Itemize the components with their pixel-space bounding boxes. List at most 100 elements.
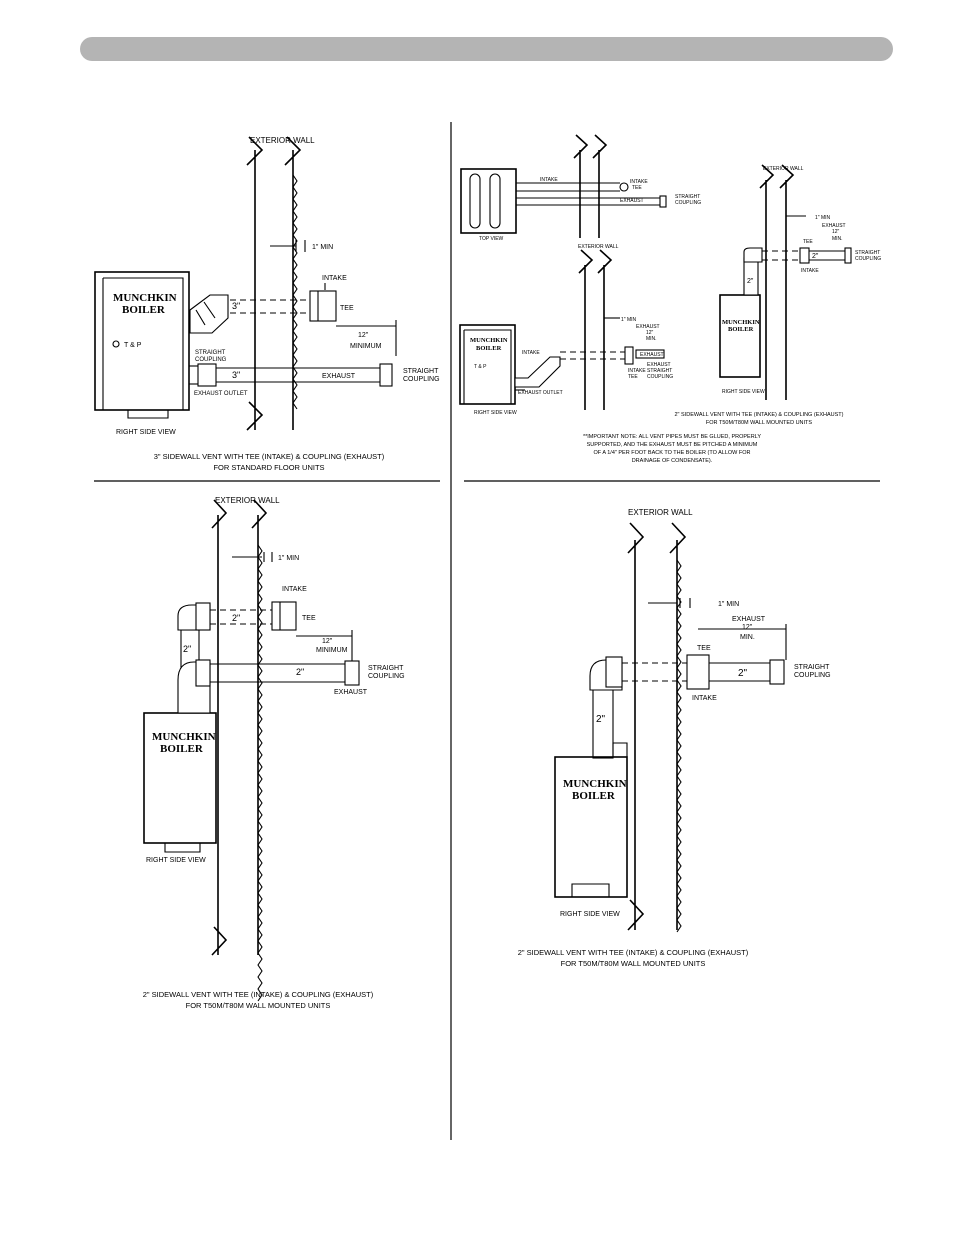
intake-tee [271,601,297,631]
boiler-name-line1: MUNCHKIN [113,292,177,304]
view-label: RIGHT SIDE VIEW [560,911,620,918]
diagram-2in-wall-mount-left: EXTERIOR WALL 1" MIN MUNCHKIN BOILER RIG… [143,496,405,1010]
sv-view: RIGHT SIDE VIEW [474,410,517,416]
wm-exterior-wall: EXTERIOR WALL [763,166,804,172]
sv-intake: INTAKE [522,350,540,356]
exhaust-label: EXHAUST [322,373,356,380]
dist-12-label: 12" [742,624,753,631]
lower-size-label: 2" [296,667,304,677]
intake-label: INTAKE [692,695,717,702]
straight-coupling-end-1: STRAIGHT [403,368,439,375]
wm-caption-2: FOR T50M/T80M WALL MOUNTED UNITS [706,420,812,426]
caption-line2: FOR T50M/T80M WALL MOUNTED UNITS [186,1001,331,1010]
boiler-body [554,756,628,898]
tee-label: TEE [697,645,711,652]
tp-valve-icon [112,340,120,348]
intake-tee [309,290,337,322]
min-label: MIN. [740,634,755,641]
exhaust-label: EXHAUST [732,616,766,623]
sv-intake-tee-1: INTAKE [628,368,646,374]
straight-label: STRAIGHT [368,665,404,672]
caption-line2: FOR STANDARD FLOOR UNITS [213,463,324,472]
caption-line1: 2" SIDEWALL VENT WITH TEE (INTAKE) & COU… [518,948,749,957]
straight-label: STRAIGHT [794,664,830,671]
boiler-name-line2: BOILER [122,304,166,316]
wm-12: 12" [832,229,840,235]
min-1in-label: 1" MIN [312,244,333,251]
boiler-name-line1: MUNCHKIN [152,731,216,743]
tv-exterior-wall: EXTERIOR WALL [578,244,619,250]
dist-12-label: 12" [322,638,333,645]
boiler-base [571,883,610,897]
boiler-body [94,271,190,411]
view-label: RIGHT SIDE VIEW [116,429,176,436]
boiler-name-line2: BOILER [160,743,204,755]
horizontal-size-label: 2" [738,668,748,679]
boiler-name-line1: MUNCHKIN [563,778,627,790]
dist-12-label: 12" [358,332,369,339]
tv-intake-tee-1: INTAKE [630,179,648,185]
minimum-label: MINIMUM [350,343,382,350]
sv-12: 12" [646,330,654,336]
wm-min: MIN. [832,236,843,242]
caption-line2: FOR T50M/T80M WALL MOUNTED UNITS [561,959,706,968]
wm-intake: INTAKE [801,268,819,274]
exterior-wall [246,136,302,431]
wm-tee: TEE [803,239,813,245]
sv-exhaust-sc-2: STRAIGHT [647,368,672,374]
sv-exhaust-outlet: EXHAUST OUTLET [518,390,563,396]
page-header-banner [80,37,893,61]
tv-top-view-label: TOP VIEW [479,236,504,242]
wm-size-h: 2" [812,253,819,260]
minimum-label: MINIMUM [316,647,348,654]
view-label: RIGHT SIDE VIEW [146,857,206,864]
sv-exhaust-sc-1: EXHAUST [647,362,671,368]
caption-line1: 2" SIDEWALL VENT WITH TEE (INTAKE) & COU… [143,990,374,999]
tee-label: TEE [302,615,316,622]
upper-size-label: 2" [232,613,240,623]
side-view-wall [578,249,613,410]
intake-size-label: 3" [232,301,240,311]
tv-intake-label: INTAKE [540,177,558,183]
coupling-label: COUPLING [368,673,405,680]
exterior-wall [627,522,687,931]
wm-boiler-2: BOILER [728,326,754,333]
wm-boiler [719,294,761,378]
boiler-base [127,410,169,419]
important-note-1: **IMPORTANT NOTE: ALL VENT PIPES MUST BE… [583,434,761,440]
straight-coupling-inner-2: COUPLING [195,357,227,363]
tv-exhaust-label: EXHAUST [620,198,644,204]
wm-wall [759,164,795,400]
exterior-wall-label: EXTERIOR WALL [250,136,315,145]
min-1in-label: 1" MIN [278,555,299,562]
exhaust-outlet-label: EXHAUST OUTLET [194,391,248,397]
exterior-wall-label: EXTERIOR WALL [628,508,693,517]
important-note-2: SUPPORTED, AND THE EXHAUST MUST BE PITCH… [587,442,758,448]
min-1in-label: 1" MIN [718,601,739,608]
exterior-wall [211,499,268,956]
wm-boiler-1: MUNCHKIN [722,319,760,326]
straight-coupling-end-2: COUPLING [403,376,440,383]
important-note-3: OF A 1/4" PER FOOT BACK TO THE BOILER (T… [593,450,750,456]
tee [686,654,710,690]
sv-boiler-1: MUNCHKIN [470,337,508,344]
sv-tp: T & P [474,364,487,370]
vertical-size-label: 2" [183,644,191,654]
sv-intake-tee-2: TEE [628,374,638,380]
tv-straight-1: STRAIGHT [675,194,700,200]
wm-view: RIGHT SIDE VIEW [722,389,765,395]
exterior-wall-label: EXTERIOR WALL [215,496,280,505]
diagram-2in-wall-mount-right: EXTERIOR WALL 1" MIN EXHAUST 12" MIN. 2"… [518,508,831,968]
wall-serrations [676,559,682,933]
top-view-boiler [460,168,517,234]
exhaust-label: EXHAUST [334,689,368,696]
tee-label: TEE [340,305,354,312]
diagram-top-and-side-views: INTAKE INTAKE TEE EXHAUST STRAIGHT COUPL… [459,134,881,464]
sv-exhaust-box: EXHAUST [640,352,664,358]
caption-line1: 3" SIDEWALL VENT WITH TEE (INTAKE) & COU… [154,452,385,461]
exhaust-straight-coupling [379,363,393,387]
exhaust-straight-coupling [344,660,360,686]
wm-coupling: COUPLING [855,256,881,262]
sv-min-1: 1" MIN [621,317,636,323]
